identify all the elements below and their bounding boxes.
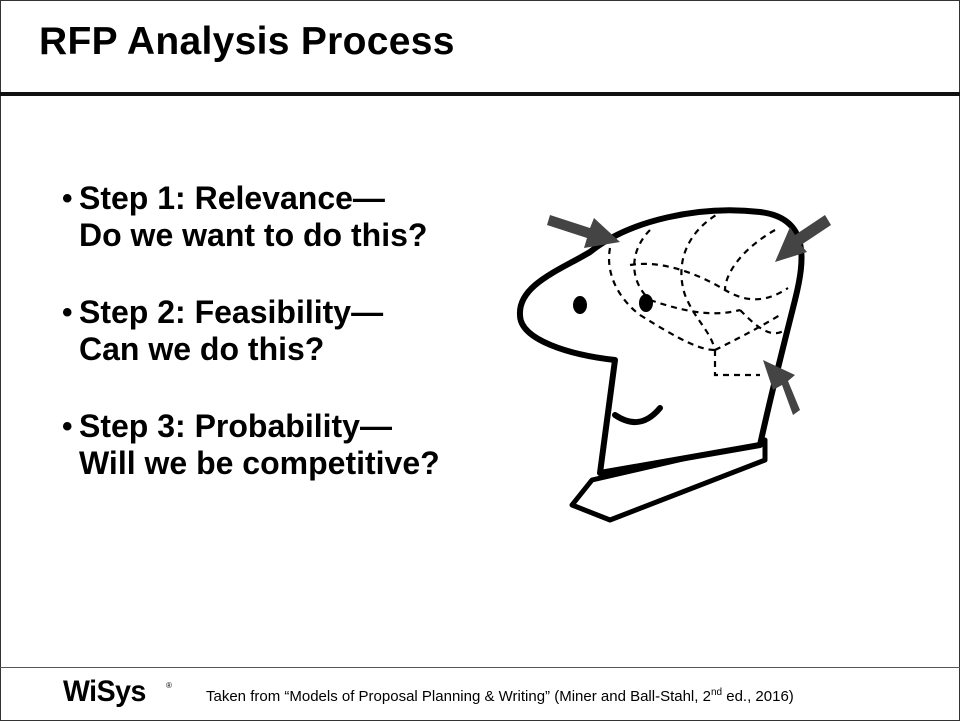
registered-mark: ®	[166, 681, 172, 690]
footer-divider	[0, 667, 960, 668]
step-3-heading: Step 3: Probability—	[79, 408, 392, 444]
step-1-question: Do we want to do this?	[79, 217, 428, 253]
citation-text-end: ed., 2016)	[722, 688, 794, 705]
citation-ordinal: nd	[710, 687, 723, 698]
title-bar: RFP Analysis Process	[0, 0, 960, 96]
step-2-heading: Step 2: Feasibility—	[79, 294, 384, 330]
step-item-2: • Step 2: Feasibility— Can we do this?	[62, 294, 532, 368]
step-2-question: Can we do this?	[79, 331, 325, 367]
bullet-icon: •	[62, 296, 73, 329]
thinking-head-icon	[510, 190, 840, 530]
bullet-icon: •	[62, 182, 73, 215]
bullet-icon: •	[62, 410, 73, 443]
step-list: • Step 1: Relevance— Do we want to do th…	[62, 180, 532, 522]
step-item-3: • Step 3: Probability— Will we be compet…	[62, 408, 532, 482]
source-citation: Taken from “Models of Proposal Planning …	[206, 687, 794, 705]
wisys-logo: WiSys	[63, 675, 146, 708]
citation-text: Taken from “Models of Proposal Planning …	[206, 688, 711, 705]
slide-title: RFP Analysis Process	[39, 20, 455, 63]
step-3-question: Will we be competitive?	[79, 445, 440, 481]
step-1-heading: Step 1: Relevance—	[79, 180, 385, 216]
step-item-1: • Step 1: Relevance— Do we want to do th…	[62, 180, 532, 254]
